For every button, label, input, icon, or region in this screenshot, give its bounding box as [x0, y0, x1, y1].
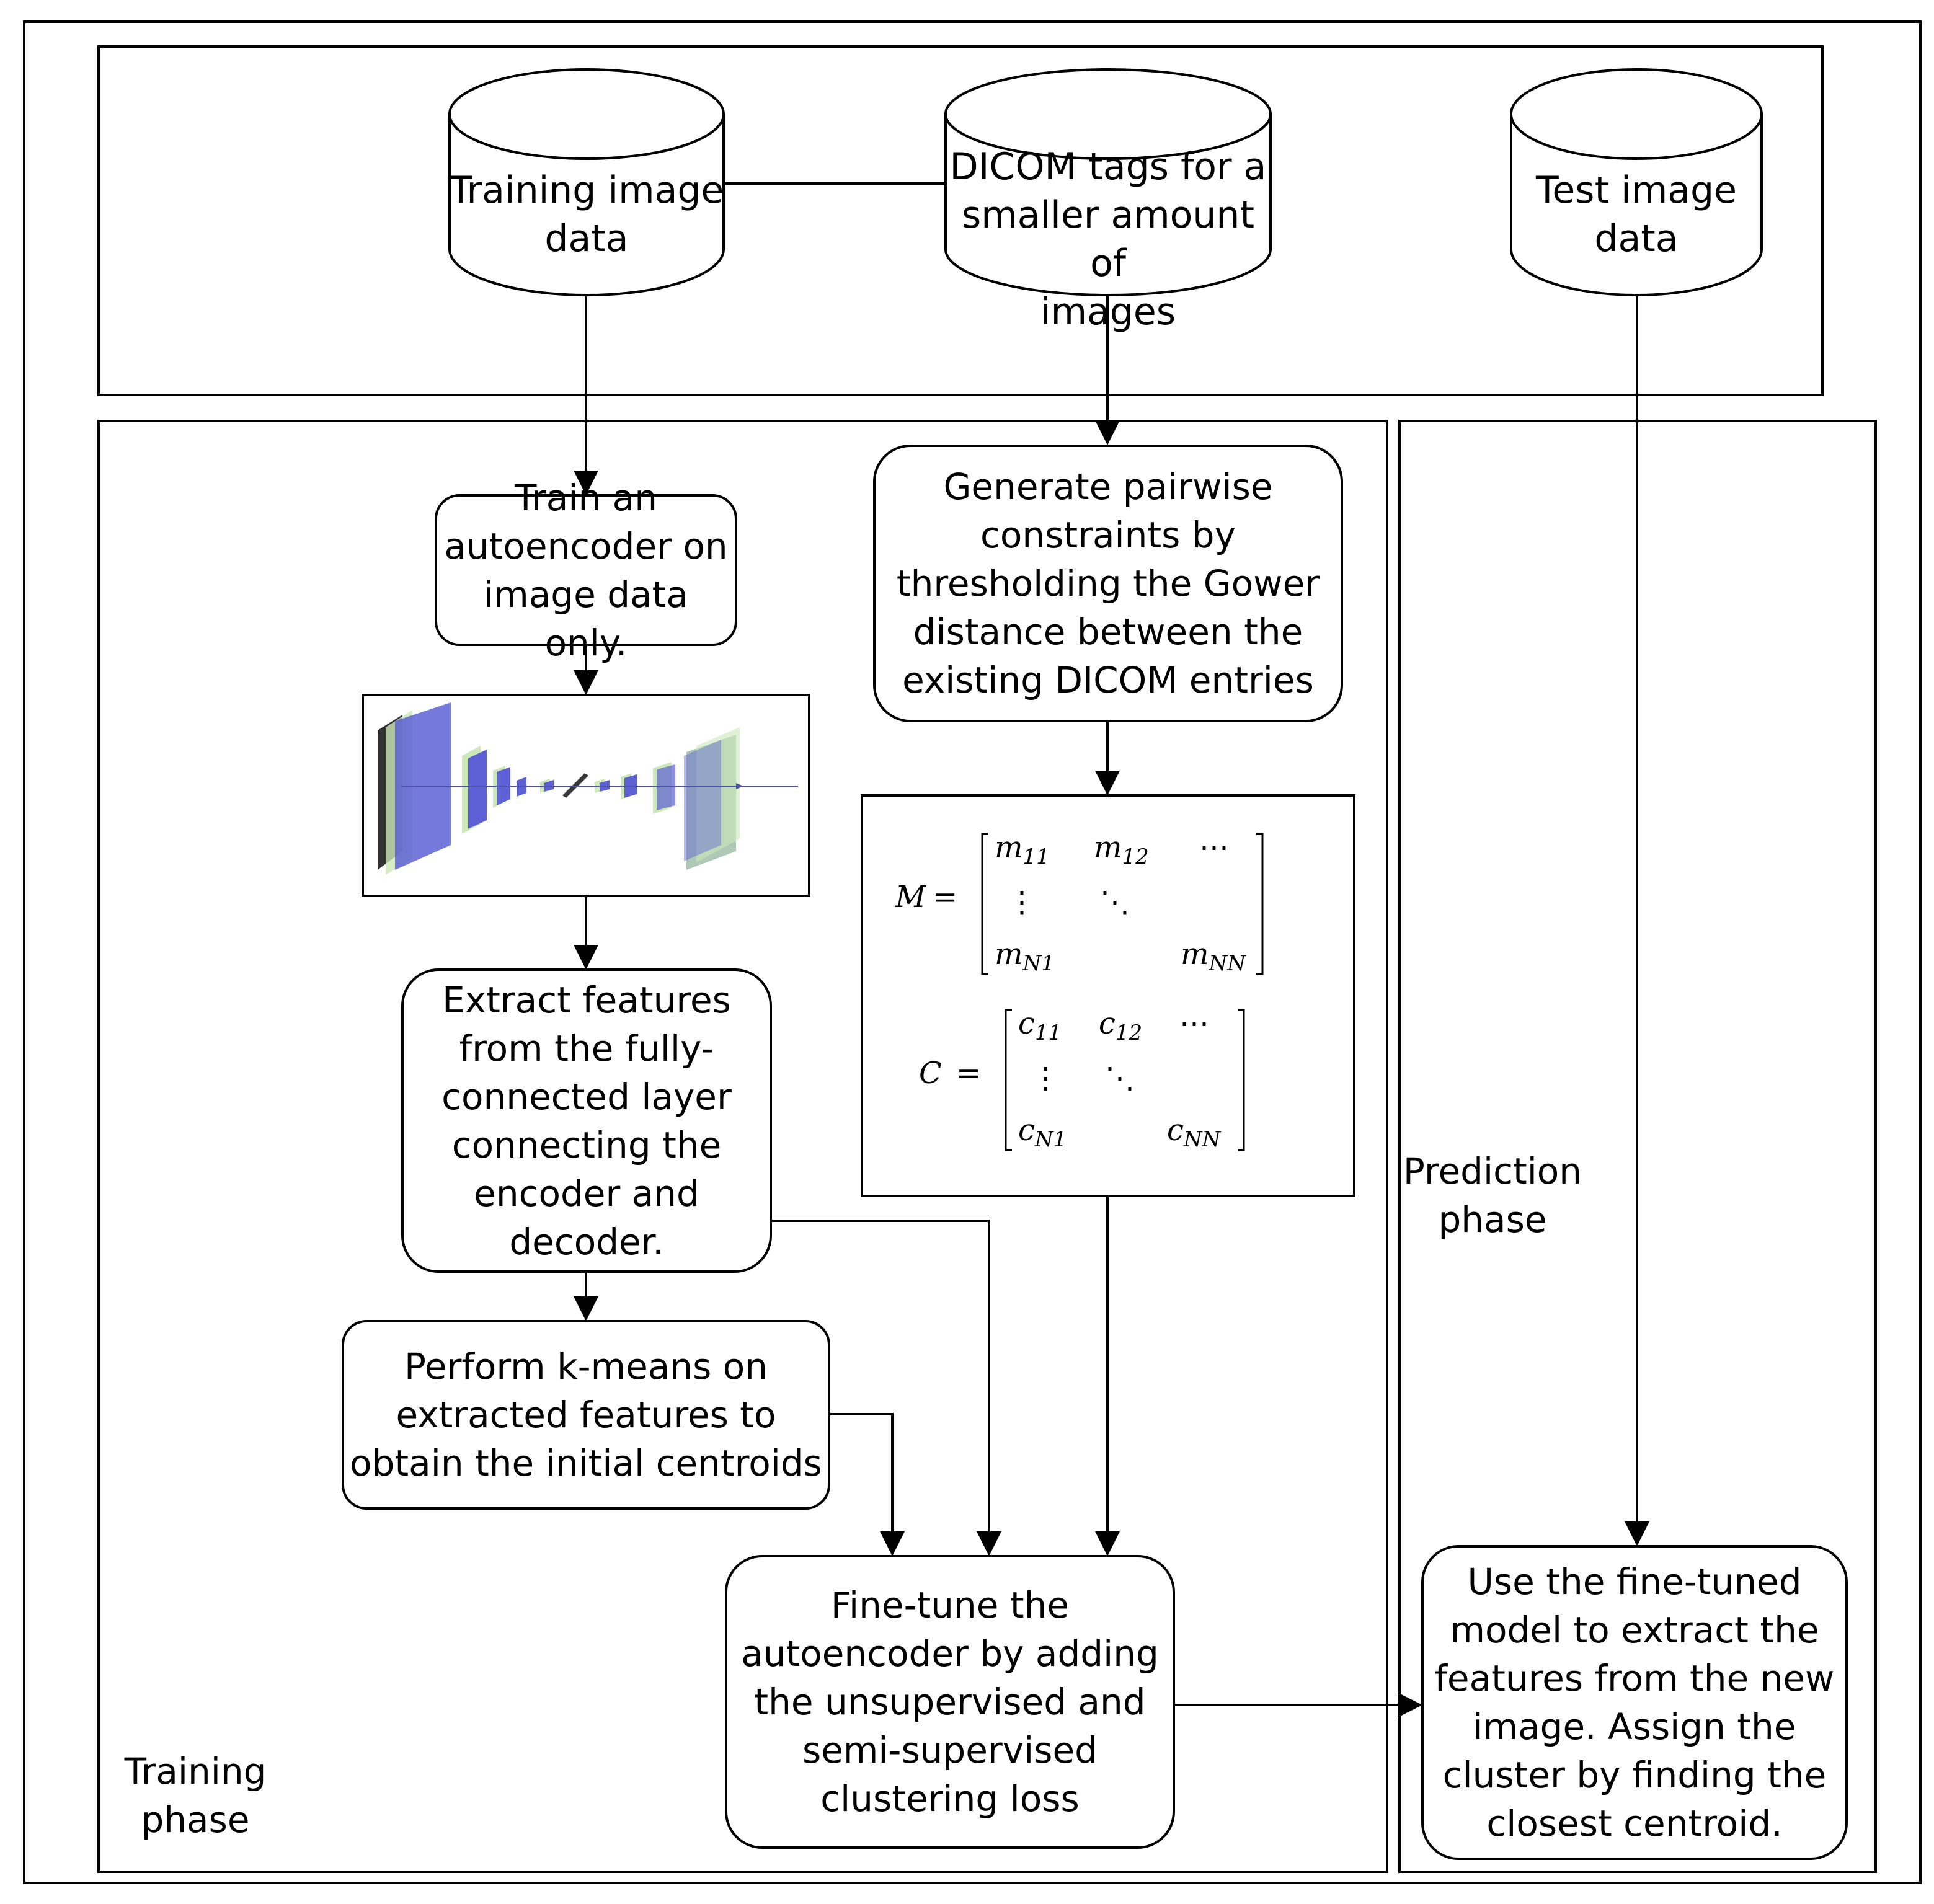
- extract-features-step: Extract features from the fully- connect…: [401, 968, 772, 1273]
- database-icon: [1510, 68, 1763, 296]
- train-autoencoder-text: Train an autoencoder on image data only.: [444, 476, 728, 664]
- data-source-region: [97, 45, 1824, 396]
- matrix-m-vdots: ⋮: [1007, 885, 1037, 919]
- dicom-tags-store: DICOM tags for a smaller amount of image…: [944, 68, 1272, 334]
- matrix-c-entry-n1: cN1: [1018, 1113, 1067, 1152]
- fine-tune-text: Fine-tune the autoencoder by adding the …: [741, 1584, 1159, 1820]
- matrix-m-entry-nn: mNN: [1181, 937, 1246, 976]
- network-diagram-icon: [378, 702, 798, 875]
- dicom-tags-label: DICOM tags for a smaller amount of image…: [949, 145, 1267, 334]
- matrix-m: M = m11 m12 ⋯ ⋮ ⋱ mN1 mNN: [895, 830, 1264, 976]
- extract-features-text: Extract features from the fully- connect…: [441, 978, 732, 1263]
- training-phase-label: Training phase: [124, 1750, 267, 1841]
- training-image-data-store: Training image data: [448, 68, 725, 296]
- autoencoder-network-image: [362, 694, 810, 897]
- matrix-m-entry-12: m12: [1094, 830, 1149, 869]
- test-image-data-store: Test image data: [1510, 68, 1763, 296]
- outer-frame: [23, 20, 1922, 1884]
- pairwise-constraints-text: Generate pairwise constraints by thresho…: [896, 466, 1320, 701]
- matrix-c: C = c11 c12 ⋯ ⋮ ⋱ cN1 cNN: [919, 1006, 1245, 1152]
- matrix-m-ddots: ⋱: [1100, 885, 1130, 919]
- matrix-c-ddots: ⋱: [1105, 1061, 1135, 1096]
- database-icon: [944, 68, 1272, 296]
- matrix-c-vdots: ⋮: [1031, 1061, 1060, 1096]
- matrix-m-hdots: ⋯: [1199, 830, 1229, 865]
- kmeans-step: Perform k-means on extracted features to…: [342, 1320, 830, 1510]
- matrix-equations: M = m11 m12 ⋯ ⋮ ⋱ mN1 mNN C = c11 c12 ⋯ …: [895, 830, 1264, 1152]
- matrix-m-equals: =: [933, 880, 957, 914]
- pairwise-constraints-step: Generate pairwise constraints by thresho…: [873, 445, 1343, 722]
- training-phase-region: [97, 420, 1388, 1873]
- matrix-m-entry-n1: mN1: [995, 937, 1055, 976]
- fine-tune-step: Fine-tune the autoencoder by adding the …: [725, 1555, 1175, 1849]
- predict-cluster-text: Use the fine-tuned model to extract the …: [1434, 1561, 1835, 1844]
- kmeans-text: Perform k-means on extracted features to…: [350, 1345, 822, 1484]
- matrix-c-hdots: ⋯: [1179, 1006, 1209, 1041]
- train-autoencoder-step: Train an autoencoder on image data only.: [435, 477, 737, 664]
- database-icon: [448, 68, 725, 296]
- constraint-matrices: M = m11 m12 ⋯ ⋮ ⋱ mN1 mNN C = c11 c12 ⋯ …: [861, 794, 1355, 1197]
- matrix-c-entry-12: c12: [1099, 1006, 1142, 1045]
- matrix-c-equals: =: [956, 1056, 981, 1091]
- matrix-c-entry-nn: cNN: [1167, 1113, 1222, 1152]
- matrix-c-entry-11: c11: [1018, 1006, 1062, 1045]
- matrix-c-symbol: C: [919, 1056, 942, 1091]
- matrix-m-entry-11: m11: [995, 830, 1050, 869]
- training-image-data-label: Training image data: [449, 169, 724, 260]
- prediction-phase-label: Prediction phase: [1403, 1150, 1582, 1241]
- predict-cluster-step: Use the fine-tuned model to extract the …: [1421, 1545, 1848, 1860]
- matrix-m-symbol: M: [895, 880, 927, 914]
- test-image-data-label: Test image data: [1535, 169, 1737, 260]
